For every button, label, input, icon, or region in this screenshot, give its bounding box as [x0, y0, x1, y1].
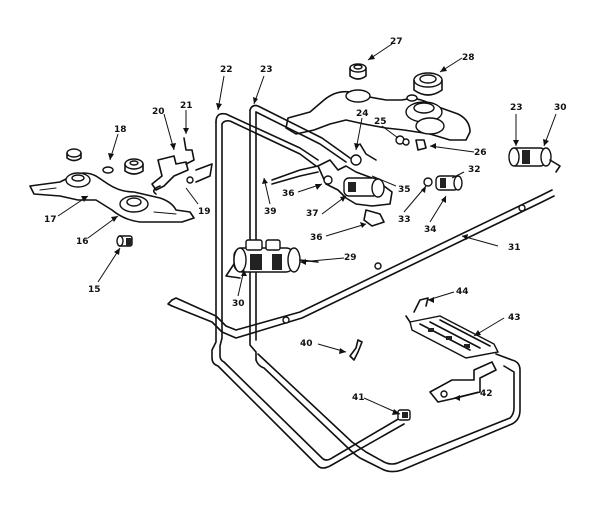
callout-42: 42: [480, 389, 493, 399]
callout-19: 19: [198, 207, 211, 217]
callout-20: 20: [152, 107, 165, 117]
callout-24: 24: [356, 109, 369, 119]
callout-37: 37: [306, 209, 319, 219]
callout-16: 16: [76, 237, 89, 247]
callout-29: 29: [344, 253, 357, 263]
callout-23-right: 23: [510, 103, 523, 113]
callout-36-lower: 36: [310, 233, 323, 243]
leader-lines: [57, 43, 557, 415]
bracket-20-21: [151, 137, 213, 195]
callout-23-left: 23: [260, 65, 273, 75]
valve-right-29: [508, 147, 561, 173]
manifold-frame: [211, 104, 521, 473]
left-burner-assembly: [29, 148, 195, 223]
callout-34: 34: [424, 225, 437, 235]
callout-22: 22: [220, 65, 233, 75]
right-burner-assembly: [285, 63, 471, 141]
callout-18: 18: [114, 125, 127, 135]
callout-25: 25: [374, 117, 387, 127]
callout-44: 44: [456, 287, 469, 297]
callout-32: 32: [468, 165, 481, 175]
callout-28: 28: [462, 53, 475, 63]
callout-36-upper: 36: [282, 189, 295, 199]
callout-40: 40: [300, 339, 313, 349]
clip-40: [349, 339, 363, 361]
bracket-42: [429, 361, 497, 403]
callout-labels: 15 16 17 18 19 20 21 22 23 23 24 25 26 2…: [44, 37, 567, 403]
cross-pipe-31: [167, 189, 555, 339]
valve-cluster: [271, 135, 463, 227]
callout-17: 17: [44, 215, 57, 225]
fitting-15: [116, 235, 133, 247]
callout-27: 27: [390, 37, 403, 47]
callout-30-right: 30: [554, 103, 567, 113]
callout-26: 26: [474, 148, 487, 158]
callout-15: 15: [88, 285, 101, 295]
valve-regulator-29: [225, 239, 319, 279]
callout-30-left: 30: [232, 299, 245, 309]
callout-21: 21: [180, 101, 193, 111]
callout-39: 39: [264, 207, 277, 217]
callout-43: 43: [508, 313, 521, 323]
callout-41: 41: [352, 393, 365, 403]
callout-35: 35: [398, 185, 411, 195]
callout-31: 31: [508, 243, 521, 253]
callout-33: 33: [398, 215, 411, 225]
fitting-41: [397, 409, 411, 421]
switch-block-43: [405, 297, 500, 359]
